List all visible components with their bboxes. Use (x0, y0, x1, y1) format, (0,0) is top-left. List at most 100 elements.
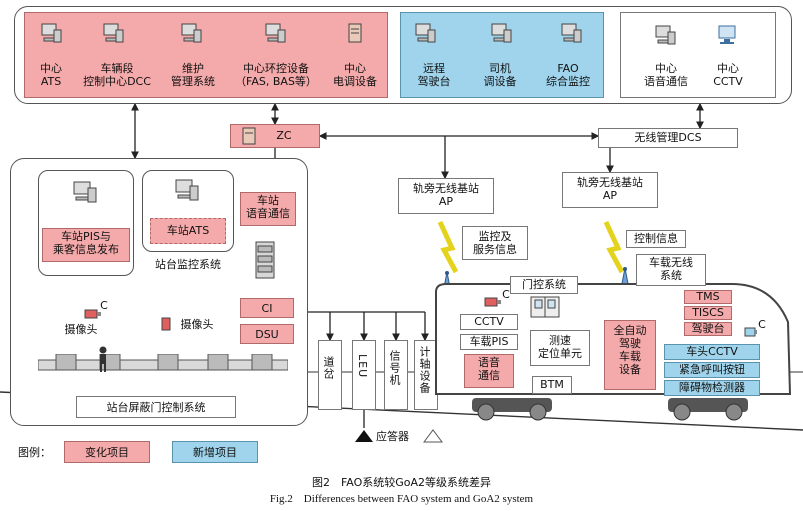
platform-monitor-label: 站台监控系统 (155, 258, 221, 271)
onboard-radio-label: 车载无线 系统 (649, 256, 693, 282)
computer-icon (264, 22, 286, 44)
tms-box (684, 290, 732, 304)
camera-icon (84, 307, 102, 321)
platform-screen-doors (38, 354, 288, 372)
btm-box (532, 376, 572, 394)
center-power-dispatch-label: 中心 电调设备 (333, 62, 377, 88)
ato-onboard-box (604, 320, 656, 390)
figure-caption-cn: 图2 FAO系统较GoA2等级系统差异 (311, 476, 492, 489)
train-cctv-box (460, 314, 518, 330)
monitor-info-label: 监控及 服务信息 (473, 230, 517, 256)
emergency-call-label: 紧急呼叫按钮 (679, 363, 745, 376)
obstacle-detector-label: 障碍物检测器 (679, 381, 745, 394)
ap2-label: 轨旁无线基站 AP (577, 176, 643, 202)
server-icon (240, 126, 258, 146)
station-pis-label: 车站PIS与 乘客信息发布 (53, 230, 119, 256)
emergency-call-box (664, 362, 760, 378)
monitor-info-box (462, 226, 528, 260)
remote-cab-label: 远程 驾驶台 (417, 62, 451, 88)
legend-new-swatch (172, 441, 258, 463)
driver-dispatch-label: 司机 调设备 (483, 62, 517, 88)
tiscs-label: TISCS (692, 306, 724, 319)
server-rack-icon (254, 240, 276, 280)
control-info-box (626, 230, 686, 248)
computer-icon (490, 22, 512, 44)
leu-label: LEU (356, 354, 369, 379)
fao-integrated-monitor-label: FAO 综合监控 (546, 62, 590, 88)
switch-label: 道岔 (322, 356, 335, 380)
tms-label: TMS (696, 290, 720, 303)
cab-box (684, 322, 732, 336)
camera2-label: 摄像头 (180, 318, 214, 331)
ci-box (240, 298, 294, 318)
speed-unit-box (530, 330, 590, 366)
obstacle-detector-box (664, 380, 760, 396)
computer-icon (560, 22, 582, 44)
train-pis-label: 车载PIS (469, 335, 509, 348)
station-pis-box (42, 228, 130, 262)
cab-label: 驾驶台 (691, 322, 725, 335)
computer-icon (654, 24, 676, 46)
station-ats-label: 车站ATS (166, 224, 210, 237)
camera-icon (744, 326, 758, 338)
switch-box (318, 340, 342, 410)
head-cctv-box (664, 344, 760, 360)
legend-changed-swatch (64, 441, 150, 463)
head-cctv-label: 车头CCTV (686, 345, 738, 358)
person-icon (98, 346, 108, 372)
legend-title: 图例： (18, 446, 51, 459)
dsu-label: DSU (255, 328, 279, 341)
computer-icon (72, 180, 98, 204)
station-ats-box (150, 218, 226, 244)
station-voice-box (240, 192, 296, 226)
legend-changed-label: 变化项目 (85, 446, 129, 459)
computer-icon (174, 178, 200, 202)
center-environment-label: 中心环控设备 （FAS, BAS等） (235, 62, 317, 88)
control-center-unchanged-group (620, 12, 776, 98)
axle-counter-label: 计轴设备 (418, 346, 431, 394)
depot-dcc-label: 车辆段 控制中心DCC (83, 62, 151, 88)
speed-unit-label: 测速 定位单元 (538, 334, 582, 360)
door-control-label: 门控系统 (522, 278, 566, 291)
door-control-box (510, 276, 578, 294)
computer-icon (180, 22, 202, 44)
camera-c-label: C (100, 299, 108, 312)
dcs-box (598, 128, 738, 148)
center-ats-label: 中心 ATS (40, 62, 62, 88)
tiscs-box (684, 306, 732, 320)
ap1-box (398, 178, 494, 214)
computer-icon (414, 22, 436, 44)
control-center-changed-group (24, 12, 388, 98)
computer-icon (102, 22, 124, 44)
figure-caption-en: Fig.2 Differences between FAO system and… (269, 493, 534, 505)
psd-control-box (76, 396, 236, 418)
ci-label: CI (261, 302, 273, 315)
ap2-box (562, 172, 658, 208)
train-camera-c-label: C (502, 288, 510, 301)
ato-onboard-label: 全自动 驾驶 车载 设备 (613, 324, 647, 376)
monitor-icon (716, 24, 738, 46)
server-icon (344, 22, 366, 44)
head-camera-c-label: C (758, 318, 766, 331)
center-voice-label: 中心 语音通信 (644, 62, 688, 88)
onboard-radio-box (636, 254, 706, 286)
leu-box (352, 340, 376, 410)
signal-label: 信号机 (388, 350, 401, 386)
zc-label: ZC (276, 129, 292, 142)
transponder-label: 应答器 (376, 430, 409, 443)
train-cctv-label: CCTV (474, 315, 504, 328)
camera1-label: 摄像头 (64, 323, 98, 336)
control-info-label: 控制信息 (634, 232, 678, 245)
camera-icon (160, 316, 172, 332)
center-cctv-label: 中心 CCTV (713, 62, 743, 88)
computer-icon (40, 22, 62, 44)
ap1-label: 轨旁无线基站 AP (413, 182, 479, 208)
btm-label: BTM (540, 378, 564, 391)
maintenance-system-label: 维护 管理系统 (171, 62, 215, 88)
station-voice-label: 车站 语音通信 (246, 194, 290, 220)
dsu-box (240, 324, 294, 344)
train-voice-label: 语音 通信 (478, 356, 500, 382)
camera-icon (484, 296, 502, 308)
legend-new-label: 新增项目 (193, 446, 237, 459)
psd-control-label: 站台屏蔽门控制系统 (106, 401, 206, 414)
